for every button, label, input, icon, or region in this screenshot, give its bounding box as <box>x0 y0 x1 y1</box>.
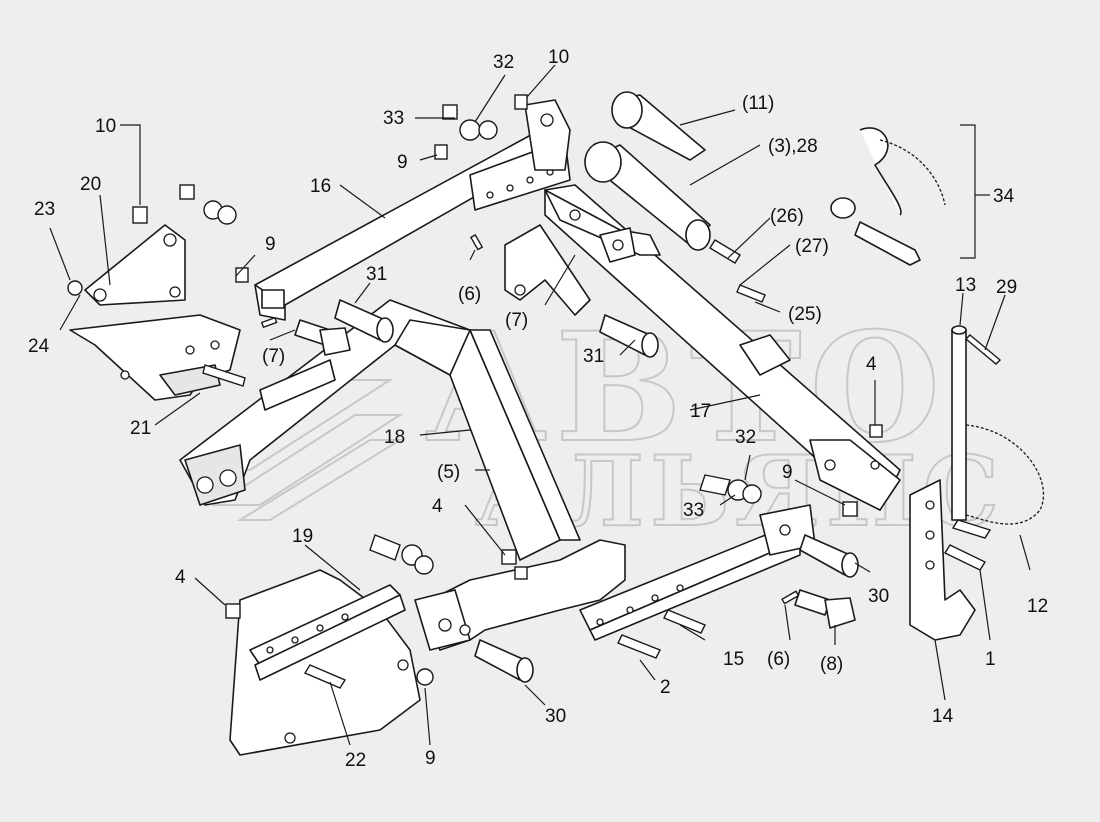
leader-lines <box>49 64 1031 746</box>
callout-19: 19 <box>292 526 313 547</box>
callout-6b: (6) <box>767 649 790 670</box>
callout-33b: 33 <box>683 500 704 521</box>
linch-pin-set <box>830 127 946 266</box>
callout-3-28: (3),28 <box>768 136 818 157</box>
callout-13: 13 <box>955 275 976 296</box>
vertical-pin <box>951 325 967 521</box>
callout-30a: 30 <box>868 586 889 607</box>
callout-9c: 9 <box>782 462 793 483</box>
callout-27: (27) <box>795 236 829 257</box>
callout-2: 2 <box>660 677 671 698</box>
callout-17: 17 <box>690 401 711 422</box>
callout-4c: 4 <box>175 567 186 588</box>
callout-31a: 31 <box>366 264 387 285</box>
callout-7b: (7) <box>505 310 528 331</box>
callout-23: 23 <box>34 199 55 220</box>
callout-20: 20 <box>80 174 101 195</box>
callout-7a: (7) <box>262 346 285 367</box>
callout-34: 34 <box>993 186 1015 207</box>
callout-22: 22 <box>345 750 366 771</box>
callout-1: 1 <box>985 649 996 670</box>
retaining-chain <box>965 424 1045 525</box>
a-frame <box>179 299 581 561</box>
callout-6a: (6) <box>458 284 481 305</box>
callout-21: 21 <box>130 418 151 439</box>
callout-5: (5) <box>437 462 460 483</box>
callout-24: 24 <box>28 336 50 357</box>
callout-labels: 32 10 33 9 16 10 20 23 24 9 21 (7) 31 (1… <box>28 47 1048 771</box>
bushes <box>584 91 711 251</box>
top-link-bar <box>254 99 571 321</box>
callout-31b: 31 <box>583 346 604 367</box>
callout-10a: 10 <box>548 47 569 68</box>
hook-plate <box>909 479 976 641</box>
lower-crossbar <box>414 539 626 651</box>
callout-9d: 9 <box>425 748 436 769</box>
callout-33a: 33 <box>383 108 404 129</box>
callout-16: 16 <box>310 176 331 197</box>
pins <box>294 299 859 683</box>
callout-4a: 4 <box>432 496 443 517</box>
callout-29: 29 <box>996 277 1017 298</box>
left-bracket <box>69 224 241 401</box>
callout-12: 12 <box>1027 596 1048 617</box>
callout-26: (26) <box>770 206 804 227</box>
callout-18: 18 <box>384 427 405 448</box>
fasteners <box>67 94 1002 689</box>
extension-bar <box>579 504 816 641</box>
callout-14: 14 <box>932 706 954 727</box>
callout-9b: 9 <box>265 234 276 255</box>
left-lower-plate <box>229 569 421 756</box>
callout-32b: 32 <box>735 427 756 448</box>
callout-10b: 10 <box>95 116 116 137</box>
callout-8: (8) <box>820 654 843 675</box>
pivot-link <box>504 224 636 316</box>
callout-32a: 32 <box>493 52 514 73</box>
callout-30b: 30 <box>545 706 566 727</box>
callout-25: (25) <box>788 304 822 325</box>
callout-11: (11) <box>742 93 774 114</box>
callout-9a: 9 <box>397 152 408 173</box>
callout-4b: 4 <box>866 354 877 375</box>
callout-15: 15 <box>723 649 744 670</box>
